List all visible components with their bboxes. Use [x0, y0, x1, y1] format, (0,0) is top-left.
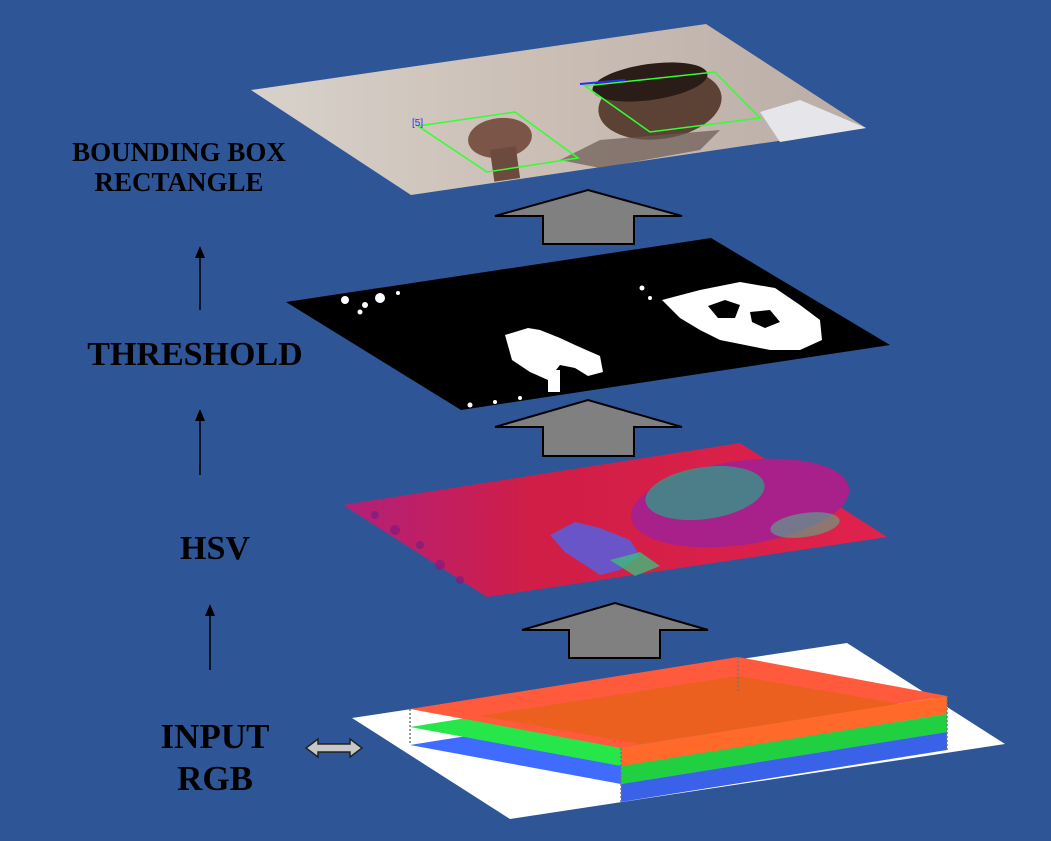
- label-line: RGB: [177, 759, 253, 798]
- label-bounding-box-rectangle: BOUNDING BOX RECTANGLE: [40, 137, 318, 197]
- big-up-arrow: [494, 188, 683, 245]
- small-up-arrow: [205, 604, 215, 670]
- label-input-rgb: INPUT RGB: [120, 716, 310, 800]
- threshold-layer: [286, 238, 890, 410]
- label-threshold: THRESHOLD: [87, 336, 303, 373]
- label-line: RECTANGLE: [94, 166, 264, 197]
- bounding-box-layer: [5]: [251, 24, 866, 195]
- big-up-arrow: [521, 601, 709, 659]
- rgb-input-layer: [352, 643, 1005, 819]
- hsv-layer: [343, 443, 887, 597]
- hand-bounding-box: [415, 111, 580, 173]
- left-flow-arrows: [195, 246, 215, 670]
- small-up-arrow: [195, 409, 205, 475]
- double-arrow-icon: [304, 737, 364, 759]
- label-line: BOUNDING BOX: [72, 137, 286, 167]
- big-up-arrow: [494, 398, 683, 457]
- hand-box-tag: [5]: [412, 118, 423, 129]
- small-up-arrow: [195, 246, 205, 310]
- face-bounding-box: [582, 71, 762, 133]
- label-line: INPUT: [160, 717, 270, 756]
- label-hsv: HSV: [180, 530, 250, 567]
